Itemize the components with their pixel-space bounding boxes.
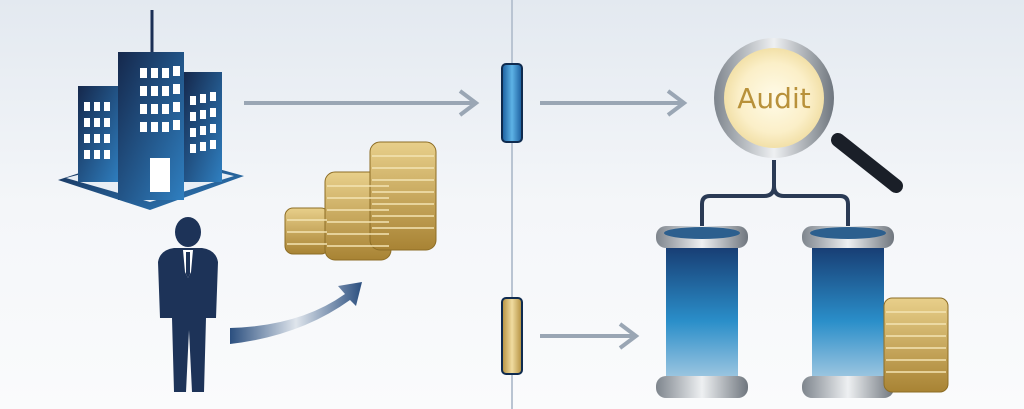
coin-stacks-icon [284,141,437,261]
arrow-gold-to-vault [540,322,640,350]
arrow-icons [244,89,688,350]
businessman-icon [158,217,218,392]
gold-cylinder-icon [501,297,523,375]
curved-arrow-icon [230,282,362,344]
arrow-company-to-blue [244,89,480,117]
blue-cylinder-icon [501,63,523,143]
building-icon [58,10,244,210]
coin-stack-icon [883,297,949,393]
vault-cylinder-icon [656,226,748,398]
connector-icon [700,160,850,236]
arrow-blue-to-audit [540,89,688,117]
magnifying-glass-icon: Audit [714,38,903,193]
vault-cylinder-icon [802,226,894,398]
audit-label: Audit [737,82,810,115]
